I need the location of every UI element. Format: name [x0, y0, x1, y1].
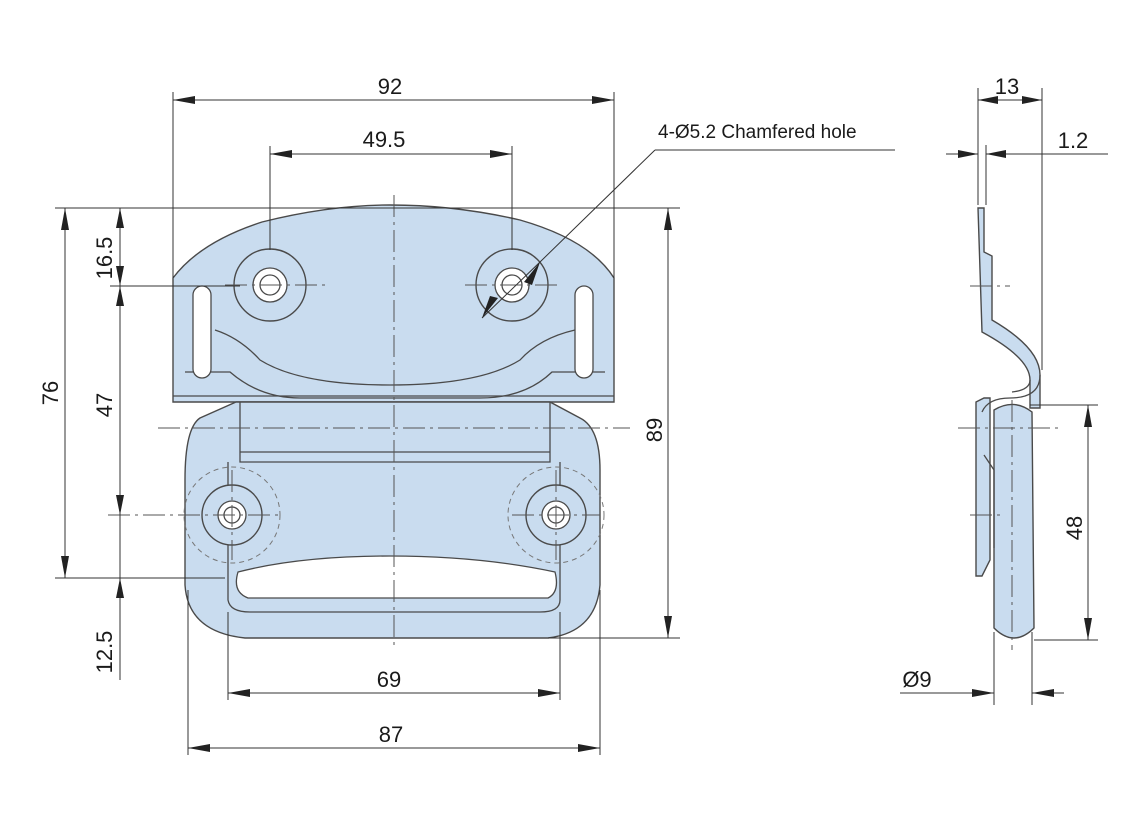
dim-top-to-hole: 16.5 — [92, 237, 117, 280]
slot-left — [192, 285, 212, 379]
side-plate-lower — [975, 397, 991, 577]
dim-side-depth: 13 — [995, 74, 1019, 99]
handle-inner-edge — [227, 462, 561, 613]
dim-top-hole-spacing: 49.5 — [363, 127, 406, 152]
dim-vertical-hole-spacing: 47 — [92, 393, 117, 417]
side-plate-profile — [977, 207, 1041, 409]
handle-opening — [235, 555, 558, 599]
dim-thickness: 1.2 — [1058, 128, 1089, 153]
side-handle-profile — [993, 403, 1035, 639]
dim-overall-width: 92 — [378, 74, 402, 99]
side-view — [958, 207, 1060, 650]
dim-handle-inner-width: 69 — [377, 667, 401, 692]
side-hinge-loop — [981, 374, 1041, 413]
dim-mount-height: 76 — [38, 381, 63, 405]
hole-note: 4-Ø5.2 Chamfered hole — [658, 122, 857, 143]
dim-side-handle-height: 48 — [1062, 516, 1087, 540]
side-bolt — [983, 454, 995, 548]
side-dimensions: 13 1.2 48 Ø9 — [900, 74, 1108, 705]
front-view — [108, 195, 630, 650]
dim-handle-diameter: Ø9 — [902, 667, 931, 692]
dim-handle-outer-width: 87 — [379, 722, 403, 747]
slot-right — [574, 285, 594, 379]
plate-embossing-lower — [185, 371, 605, 399]
dim-bottom-offset: 12.5 — [92, 631, 117, 674]
hinge-tab-left — [239, 402, 551, 463]
plate-embossing — [214, 329, 576, 386]
side-hinge-inner — [1011, 379, 1031, 393]
front-dimensions: 92 49.5 4-Ø5.2 Chamfered hole 76 16.5 47… — [38, 74, 895, 755]
dim-overall-height: 89 — [642, 418, 667, 442]
